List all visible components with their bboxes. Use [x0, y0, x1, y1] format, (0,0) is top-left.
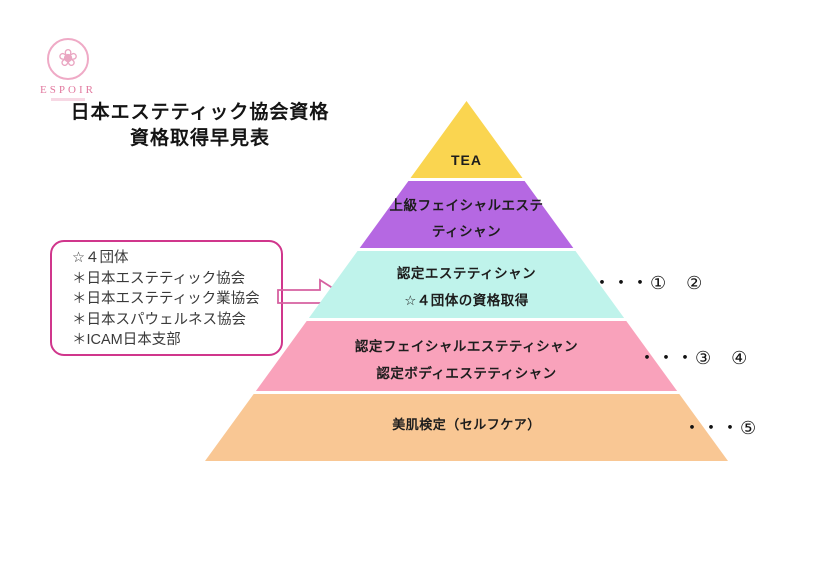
tier-label-line: 認定フェイシャルエステティシャン: [354, 339, 579, 354]
info-box-line: ＊日本エステティック協会: [72, 270, 246, 287]
tier-label-certified-facial-body: 認定フェイシャルエステティシャン 認定ボディエステティシャン: [205, 333, 728, 387]
tier-label-line: ティシャン: [431, 224, 502, 239]
tier-label-bihada-kentei: 美肌検定（セルフケア）: [205, 417, 728, 433]
qualification-pyramid: TEA 上級フェイシャルエステ ティシャン 認定エステティシャン ☆４団体の資格…: [205, 101, 728, 461]
tier-label-tea: TEA: [205, 152, 728, 168]
title-line-1: 日本エステティック協会資格: [70, 102, 330, 123]
pyramid-tier-bihada-kentei: [205, 394, 728, 461]
info-box-line: ＊ICAM日本支部: [72, 332, 181, 348]
annotation-3-4: ・・・③ ④: [638, 348, 749, 368]
annotation-1-2: ・・・① ②: [593, 273, 704, 293]
info-box-line: ☆４団体: [72, 250, 129, 266]
pyramid-tier-certified-facial-body: [255, 321, 678, 391]
tier-label-line: ☆４団体の資格取得: [404, 293, 529, 308]
pyramid-tier-certified-esthetician: [308, 251, 625, 318]
page-title: 日本エステティック協会資格 資格取得早見表: [50, 100, 350, 152]
title-line-2: 資格取得早見表: [129, 128, 270, 149]
tier-label-line: 美肌検定（セルフケア）: [392, 417, 541, 432]
tier-label-line: 認定ボディエステティシャン: [376, 366, 557, 381]
espoir-logo: ❀ ESPOIR: [40, 38, 96, 101]
tier-label-line: 認定エステティシャン: [396, 266, 537, 281]
logo-tagline: [51, 98, 85, 101]
annotation-5: ・・・⑤: [683, 418, 758, 438]
tier-label-certified-esthetician: 認定エステティシャン ☆４団体の資格取得: [205, 260, 728, 314]
flower-stamp-icon: ❀: [47, 38, 89, 80]
four-organizations-box: ☆４団体 ＊日本エステティック協会 ＊日本エステティック業協会 ＊日本スパウェル…: [50, 240, 283, 356]
info-box-line: ＊日本スパウェルネス協会: [72, 311, 246, 328]
tier-label-line: TEA: [451, 152, 482, 168]
info-box-line: ＊日本エステティック業協会: [72, 291, 260, 307]
tier-label-senior-facial: 上級フェイシャルエステ ティシャン: [205, 193, 728, 245]
tier-label-line: 上級フェイシャルエステ: [389, 198, 544, 213]
logo-brand-text: ESPOIR: [40, 84, 96, 96]
